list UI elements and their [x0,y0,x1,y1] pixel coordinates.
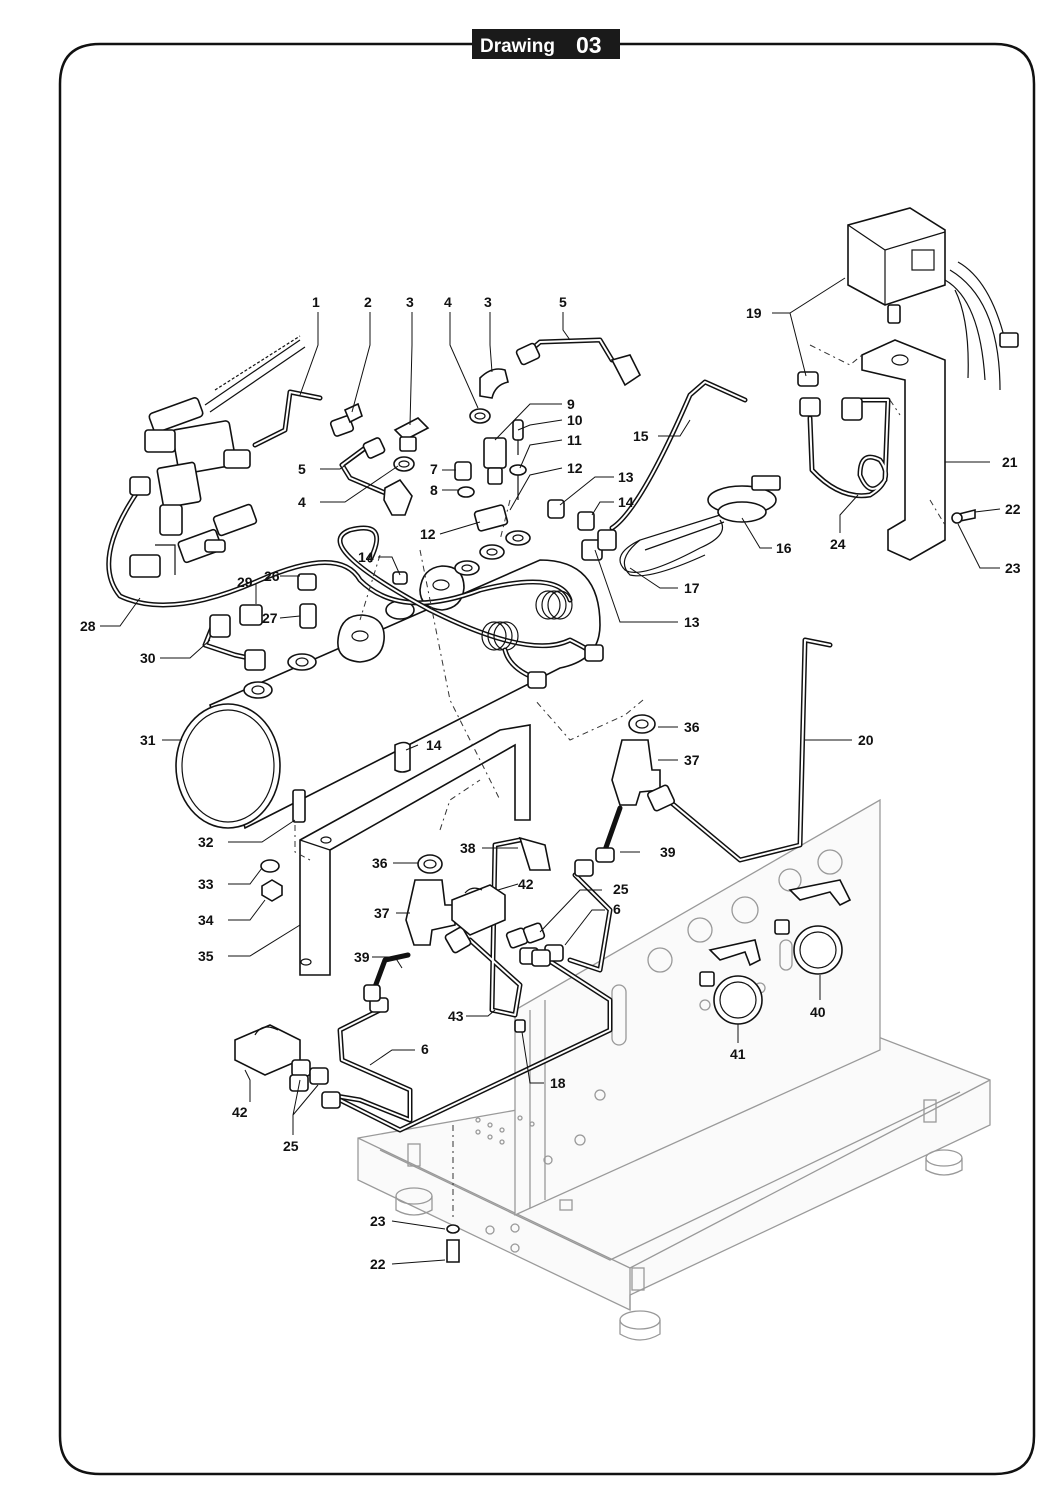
page-frame [58,42,1036,1476]
fittings [129,207,1019,1263]
callout-34: 34 [198,912,214,928]
callout-37: 37 [374,905,390,921]
callout-3: 3 [484,294,492,310]
callout-14: 14 [426,737,442,753]
callout-41: 41 [730,1046,746,1062]
callout-27: 27 [262,610,278,626]
callout-37: 37 [684,752,700,768]
callout-39: 39 [660,844,676,860]
callout-6: 6 [421,1041,429,1057]
callout-35: 35 [198,948,214,964]
callout-16: 16 [776,540,792,556]
callout-3: 3 [406,294,414,310]
callout-23: 23 [370,1213,386,1229]
callout-17: 17 [684,580,700,596]
callout-numbers: 1 2 3 4 3 5 9 10 11 12 15 5 4 7 8 12 13 … [80,294,1021,1272]
callout-4: 4 [298,494,306,510]
callout-14: 14 [618,494,634,510]
drawing-title-number: 03 [576,32,602,58]
callout-12: 12 [567,460,583,476]
callout-29: 29 [237,574,253,590]
callout-20: 20 [858,732,874,748]
callout-15: 15 [633,428,649,444]
callout-42: 42 [518,876,534,892]
callout-40: 40 [810,1004,826,1020]
callout-12: 12 [420,526,436,542]
pipework [106,261,1006,1133]
callout-38: 38 [460,840,476,856]
callout-6: 6 [613,901,621,917]
callout-25: 25 [613,881,629,897]
machine-chassis-ghost [357,798,991,1341]
drawing-title-label: Drawing [480,36,555,57]
callout-39: 39 [354,949,370,965]
callout-36: 36 [684,719,700,735]
callout-4: 4 [444,294,452,310]
callout-10: 10 [567,412,583,428]
callout-5: 5 [559,294,567,310]
callout-9: 9 [567,396,575,412]
callout-22: 22 [370,1256,386,1272]
callout-32: 32 [198,834,214,850]
callout-2: 2 [364,294,372,310]
callout-7: 7 [430,461,438,477]
callout-18: 18 [550,1075,566,1091]
callout-24: 24 [830,536,846,552]
callout-13: 13 [618,469,634,485]
callout-21: 21 [1002,454,1018,470]
callout-28: 28 [80,618,96,634]
callout-36: 36 [372,855,388,871]
center-lines [294,344,946,1220]
callout-42: 42 [232,1104,248,1120]
callout-11: 11 [567,432,582,448]
callout-31: 31 [140,732,156,748]
callout-33: 33 [198,876,214,892]
callout-8: 8 [430,482,438,498]
leader-lines [100,277,1001,1265]
callout-13: 13 [684,614,700,630]
callout-1: 1 [312,294,320,310]
callout-25: 25 [283,1138,299,1154]
solenoid-valve-assembly [129,335,306,578]
callout-23: 23 [1005,560,1021,576]
callout-19: 19 [746,305,762,321]
callout-5: 5 [298,461,306,477]
callout-14: 14 [358,549,374,565]
callout-22: 22 [1005,501,1021,517]
drawing-title-tab: Drawing 03 [472,29,620,59]
callout-43: 43 [448,1008,464,1024]
callout-30: 30 [140,650,156,666]
callout-26: 26 [264,568,280,584]
